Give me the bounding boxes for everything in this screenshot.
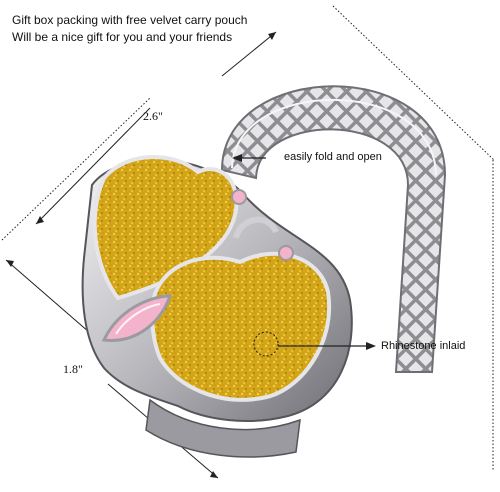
width-dimension-line-lower — [35, 107, 151, 225]
rhinestone-right — [278, 245, 294, 261]
width-dimension-line — [221, 31, 277, 77]
rhinestone-top — [231, 189, 247, 205]
caption-line-1: Gift box packing with free velvet carry … — [12, 13, 248, 27]
dotted-guide-right — [332, 5, 495, 161]
arrowhead-top-right — [268, 32, 276, 40]
dotted-guide-left — [1, 97, 151, 241]
product-caption: Gift box packing with free velvet carry … — [12, 12, 247, 46]
height-dimension-label: 1.8" — [63, 362, 83, 376]
arrowhead-top-left — [6, 260, 14, 267]
lower-heart — [149, 251, 332, 402]
arrowhead-bottom — [210, 471, 218, 478]
fold-callout — [232, 154, 266, 162]
hinge-curl — [233, 216, 279, 239]
caption-line-2: Will be a nice gift for you and your fri… — [12, 30, 233, 44]
rhinestone-callout — [253, 331, 376, 357]
arrowheads — [6, 32, 276, 478]
glitter-hearts — [92, 155, 332, 402]
width-dimension-label: 2.6" — [143, 109, 163, 123]
fold-label: easily fold and open — [284, 151, 382, 163]
upper-heart — [92, 155, 239, 301]
dimension-lines — [1, 5, 495, 479]
rhinestone-label: Rhinestone inlaid — [381, 340, 466, 352]
pink-gem — [101, 294, 173, 342]
lattice-handle — [220, 85, 447, 373]
hanger-base — [145, 398, 301, 458]
arrowhead-left — [36, 216, 44, 224]
